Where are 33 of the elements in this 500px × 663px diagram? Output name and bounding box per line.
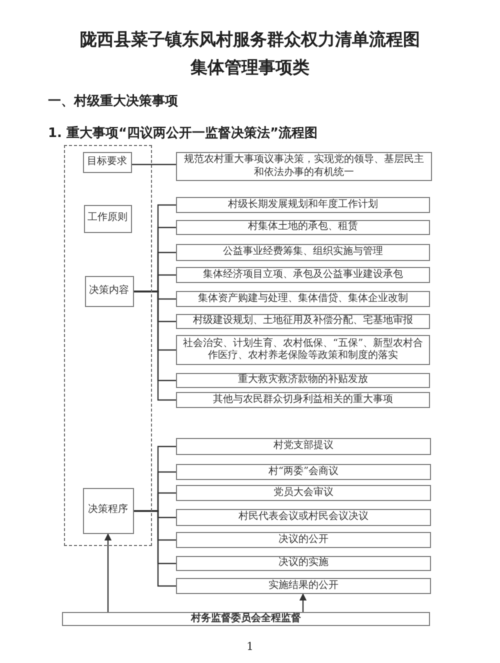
process-box: 村党支部提议 — [176, 438, 431, 455]
page-number: 1 — [246, 640, 254, 653]
process-box: 决议的公开 — [176, 532, 431, 548]
connector-line — [132, 164, 176, 166]
process-box: 其他与农民群众切身利益相关的重大事项 — [176, 392, 430, 408]
process-box: 党员大会审议 — [176, 485, 431, 501]
title: 陇西县菜子镇东风村服务群众权力清单流程图 — [79, 29, 421, 51]
process-box: 实施结果的公开 — [176, 578, 431, 594]
process-box: 公益事业经费筹集、组织实施与管理 — [176, 244, 430, 261]
process-box: 工作原则 — [84, 204, 132, 232]
section-heading: 一、村级重大决策事项 — [48, 92, 178, 110]
process-box: 重大救灾救济款物的补贴发放 — [176, 373, 430, 388]
connector-line — [134, 510, 176, 587]
process-box: 村“两委”会商议 — [176, 464, 431, 480]
subheading: 1. 重大事项“四议两公开一监督决策法”流程图 — [48, 124, 318, 142]
process-box: 村民代表会议或村民会议决议 — [176, 509, 431, 526]
supervision-bar: 村务监督委员会全程监督 — [62, 612, 430, 626]
process-box: 社会治安、计划生育、农村低保、“五保”、新型农村合作医疗、农村养老保险等政策和制度的落实 — [176, 335, 430, 365]
process-box: 决策内容 — [84, 276, 134, 306]
dashed-group-box — [64, 145, 152, 546]
process-box: 集体资产购建与处理、集体借贷、集体企业改制 — [176, 291, 430, 307]
subtitle: 集体管理事项类 — [189, 57, 310, 79]
process-box: 村级建设规划、土地征用及补偿分配、宅基地审报 — [176, 314, 430, 329]
process-box: 集体经济项目立项、承包及公益事业建设承包 — [176, 267, 430, 283]
process-box: 决议的实施 — [176, 556, 431, 571]
process-box: 规范农村重大事项议事决策，实现党的领导、基层民主和依法办事的有机统一 — [176, 152, 432, 181]
connector-line — [134, 290, 176, 401]
process-box: 村级长期发展规划和年度工作计划 — [176, 197, 430, 213]
process-box: 村集体土地的承包、租赁 — [176, 220, 430, 235]
arrow — [104, 533, 112, 612]
process-box: 目标要求 — [82, 152, 132, 172]
arrow — [299, 593, 307, 612]
process-box: 决策程序 — [82, 488, 134, 534]
